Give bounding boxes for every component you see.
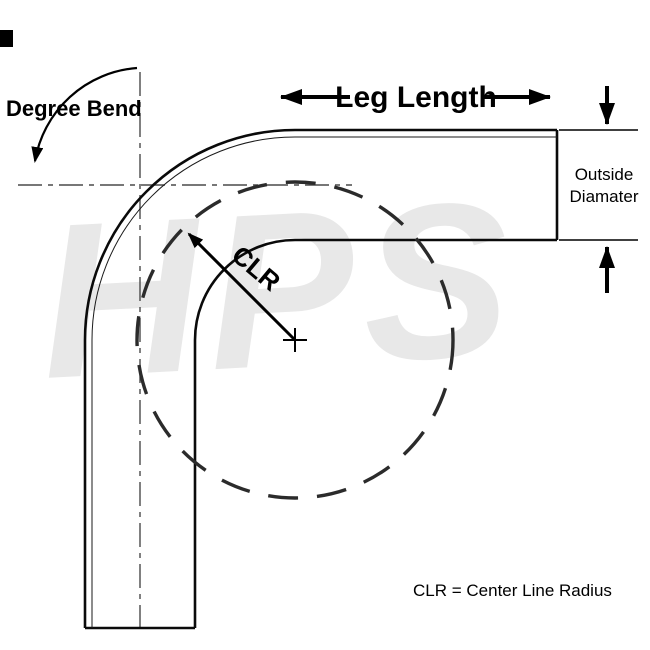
hps-watermark: HPS <box>35 154 524 425</box>
degree-bend-arc <box>31 66 138 163</box>
center-line-radius-circle <box>135 180 455 500</box>
degree-bend-label: Degree Bend <box>6 96 142 121</box>
clr-footnote: CLR = Center Line Radius <box>413 581 612 600</box>
outside-diameter-label-line2: Diamater <box>570 187 639 206</box>
tube-outer-edge <box>83 128 557 628</box>
clr-radius-arrow <box>187 232 297 342</box>
leg-length-label: Leg Length <box>335 81 497 114</box>
corner-mark <box>0 30 13 47</box>
outside-diameter-label-line1: Outside <box>575 165 634 184</box>
tube-wall-detail-line <box>91 136 557 628</box>
